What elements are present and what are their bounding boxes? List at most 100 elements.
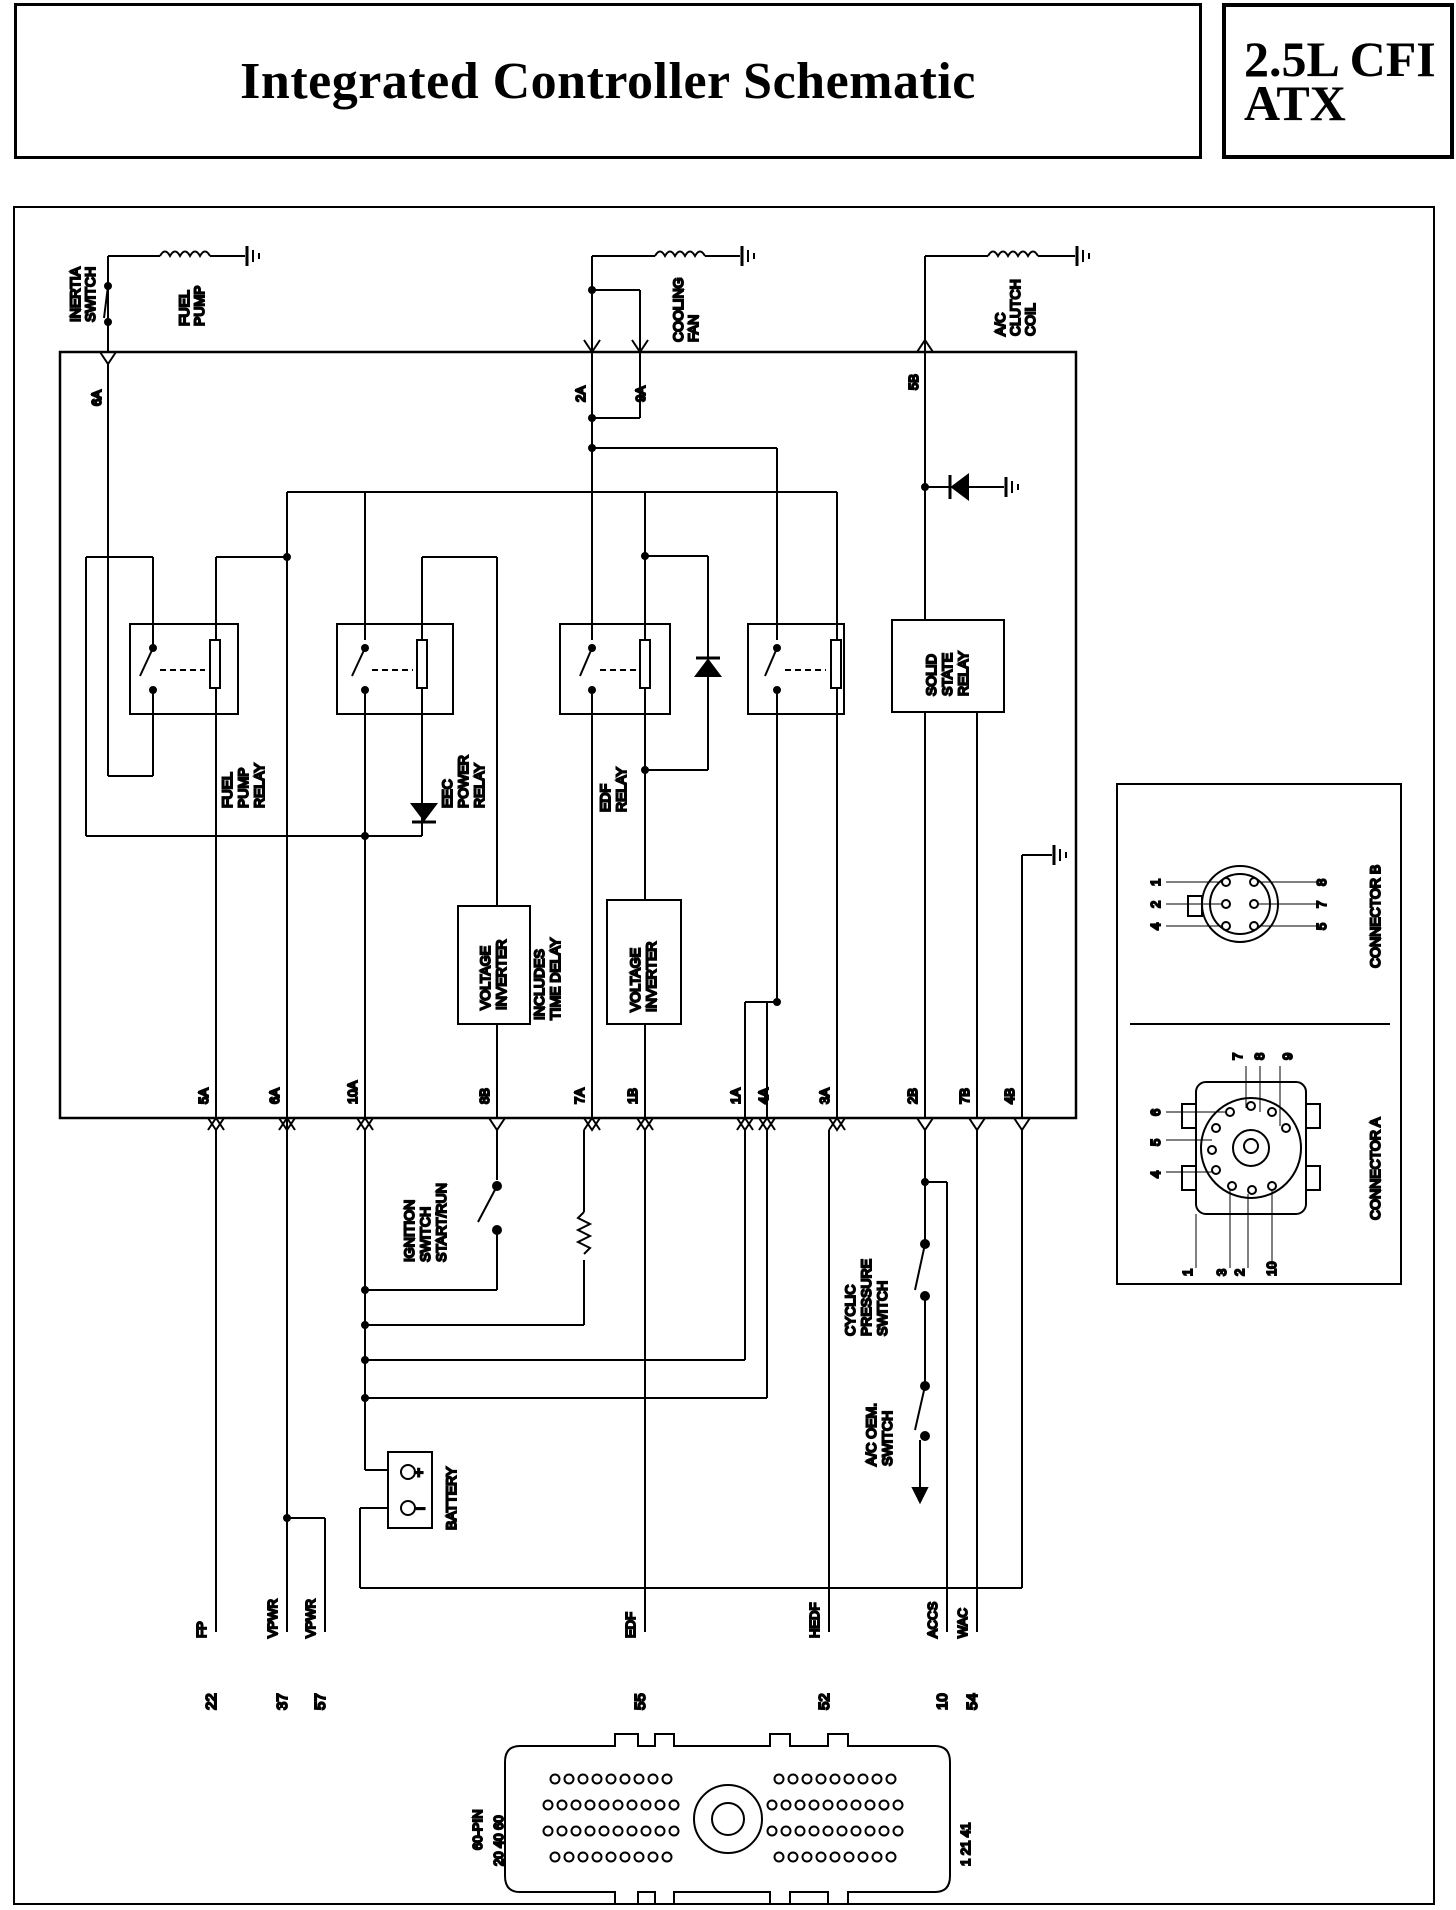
signal-hedf-pin: 52 xyxy=(816,1693,833,1710)
connector-a-pin-3: 3 xyxy=(1214,1269,1229,1276)
signal-hedf-name: HEDF xyxy=(807,1603,822,1638)
connector-a-pin-8: 8 xyxy=(1252,1053,1267,1060)
ground-icon xyxy=(1075,246,1090,266)
ecu-connector-name: 60-PIN xyxy=(470,1810,485,1850)
connector-a-label: CONNECTOR A xyxy=(1367,1117,1383,1220)
pin-hole xyxy=(871,1773,883,1785)
pin-hole xyxy=(780,1825,792,1837)
connector-b-pin-8: 8 xyxy=(1314,879,1329,886)
pin-hole xyxy=(766,1799,778,1811)
pin-hole xyxy=(773,1773,785,1785)
connector-b-pin-7: 7 xyxy=(1314,901,1329,908)
page-title: Integrated Controller Schematic xyxy=(240,52,976,110)
cooling-fan-label: COOLING FAN xyxy=(670,274,701,342)
resistor-icon xyxy=(575,1130,593,1325)
pin-hole xyxy=(815,1851,827,1863)
pin-hole xyxy=(549,1851,561,1863)
pin-hole xyxy=(605,1773,617,1785)
voltage-inverter-2-label: VOLTAGE INVERTER xyxy=(627,941,659,1012)
ecu-60-pin-connector xyxy=(504,1733,951,1905)
bottom-pin-8B: 8B xyxy=(477,1088,492,1104)
signal-vpwr2-pin: 57 xyxy=(312,1693,329,1710)
signal-fp-pin: 22 xyxy=(203,1693,220,1710)
pin-hole xyxy=(843,1851,855,1863)
pin-hole xyxy=(542,1825,554,1837)
ac-oem-switch-label: A/C OEM. SWITCH xyxy=(863,1399,895,1466)
pin-hole xyxy=(668,1825,680,1837)
connector-b-label: CONNECTOR B xyxy=(1367,865,1383,968)
time-delay-note: INCLUDES TIME DELAY xyxy=(531,937,563,1020)
pin-hole xyxy=(605,1851,617,1863)
pin-hole xyxy=(850,1825,862,1837)
pin-hole xyxy=(871,1851,883,1863)
pin-hole xyxy=(612,1799,624,1811)
pin-hole xyxy=(626,1799,638,1811)
diode-icon xyxy=(694,656,722,677)
ac-switch-chain xyxy=(911,1130,948,1632)
pin-hole xyxy=(780,1799,792,1811)
ecu-pin-holes xyxy=(542,1773,904,1863)
pin-hole xyxy=(591,1773,603,1785)
pin-hole xyxy=(787,1773,799,1785)
ac-clutch-circuit xyxy=(916,246,1090,353)
signal-fp-name: FP xyxy=(194,1621,209,1638)
pin-hole xyxy=(591,1851,603,1863)
ignition-switch xyxy=(477,1130,502,1290)
pin-hole xyxy=(808,1825,820,1837)
bottom-pin-4A: 4A xyxy=(756,1088,771,1104)
pin-hole xyxy=(647,1773,659,1785)
pin-hole xyxy=(556,1825,568,1837)
pin-hole xyxy=(822,1825,834,1837)
bottom-pin-2B: 2B xyxy=(905,1088,920,1104)
pin-hole xyxy=(633,1773,645,1785)
ecu-right-pins: 1 21 41 xyxy=(958,1823,973,1866)
signal-accs-name: ACCS xyxy=(925,1602,940,1638)
bottom-pin-4B: 4B xyxy=(1002,1088,1017,1104)
signal-wac-name: WAC xyxy=(955,1608,970,1638)
controller-box xyxy=(58,350,1078,1120)
pin-hole xyxy=(570,1825,582,1837)
connector-a-pin-7: 7 xyxy=(1230,1053,1245,1060)
top-pin-5B: 5B xyxy=(906,374,921,390)
connector-a-pin-4: 4 xyxy=(1148,1171,1163,1178)
connector-panel xyxy=(1116,783,1402,1285)
fuel-pump-label: FUEL PUMP xyxy=(176,286,207,326)
pin-hole xyxy=(626,1825,638,1837)
inertia-switch-label: INERTIA SWITCH xyxy=(67,264,98,322)
pin-hole xyxy=(878,1799,890,1811)
voltage-inverter-1 xyxy=(457,905,531,1025)
pin-hole xyxy=(822,1799,834,1811)
voltage-inverter-1-label: VOLTAGE INVERTER xyxy=(477,939,509,1010)
pin-hole xyxy=(577,1851,589,1863)
battery-icon xyxy=(387,1451,433,1529)
ground-icon xyxy=(245,246,260,266)
ground-icon xyxy=(740,246,755,266)
edf-relay-label: EDF RELAY xyxy=(597,766,629,812)
signal-edf-pin: 55 xyxy=(632,1693,649,1710)
bottom-pin-3A: 3A xyxy=(817,1088,832,1104)
fuel-pump-relay-label: FUEL PUMP RELAY xyxy=(219,762,267,808)
pin-hole xyxy=(794,1799,806,1811)
transmission-label: ATX xyxy=(1244,75,1346,131)
cyclic-pressure-switch-label: CYCLIC PRESSURE SWITCH xyxy=(842,1255,890,1336)
arrow-down-icon xyxy=(911,1487,929,1505)
outer-frame xyxy=(13,206,1435,1905)
pin-hole xyxy=(661,1773,673,1785)
bottom-pin-1A: 1A xyxy=(728,1088,743,1104)
bottom-pin-6A: 6A xyxy=(267,1088,282,1104)
pin-hole xyxy=(598,1799,610,1811)
pin-hole xyxy=(892,1825,904,1837)
pin-hole xyxy=(857,1773,869,1785)
pin-hole xyxy=(612,1825,624,1837)
bottom-connector-pins xyxy=(207,1116,1031,1132)
connector-a-pin-5: 5 xyxy=(1148,1139,1163,1146)
pin-hole xyxy=(661,1851,673,1863)
engine-label: 2.5L CFI xyxy=(1244,31,1436,87)
pin-hole xyxy=(668,1799,680,1811)
connector-b-pin-4: 4 xyxy=(1148,923,1163,930)
pin-hole xyxy=(654,1799,666,1811)
bottom-pin-5A: 5A xyxy=(196,1088,211,1104)
ac-clutch-coil-label: A/C CLUTCH COIL xyxy=(992,275,1038,336)
pin-hole xyxy=(787,1851,799,1863)
ground-icon xyxy=(1004,477,1019,497)
